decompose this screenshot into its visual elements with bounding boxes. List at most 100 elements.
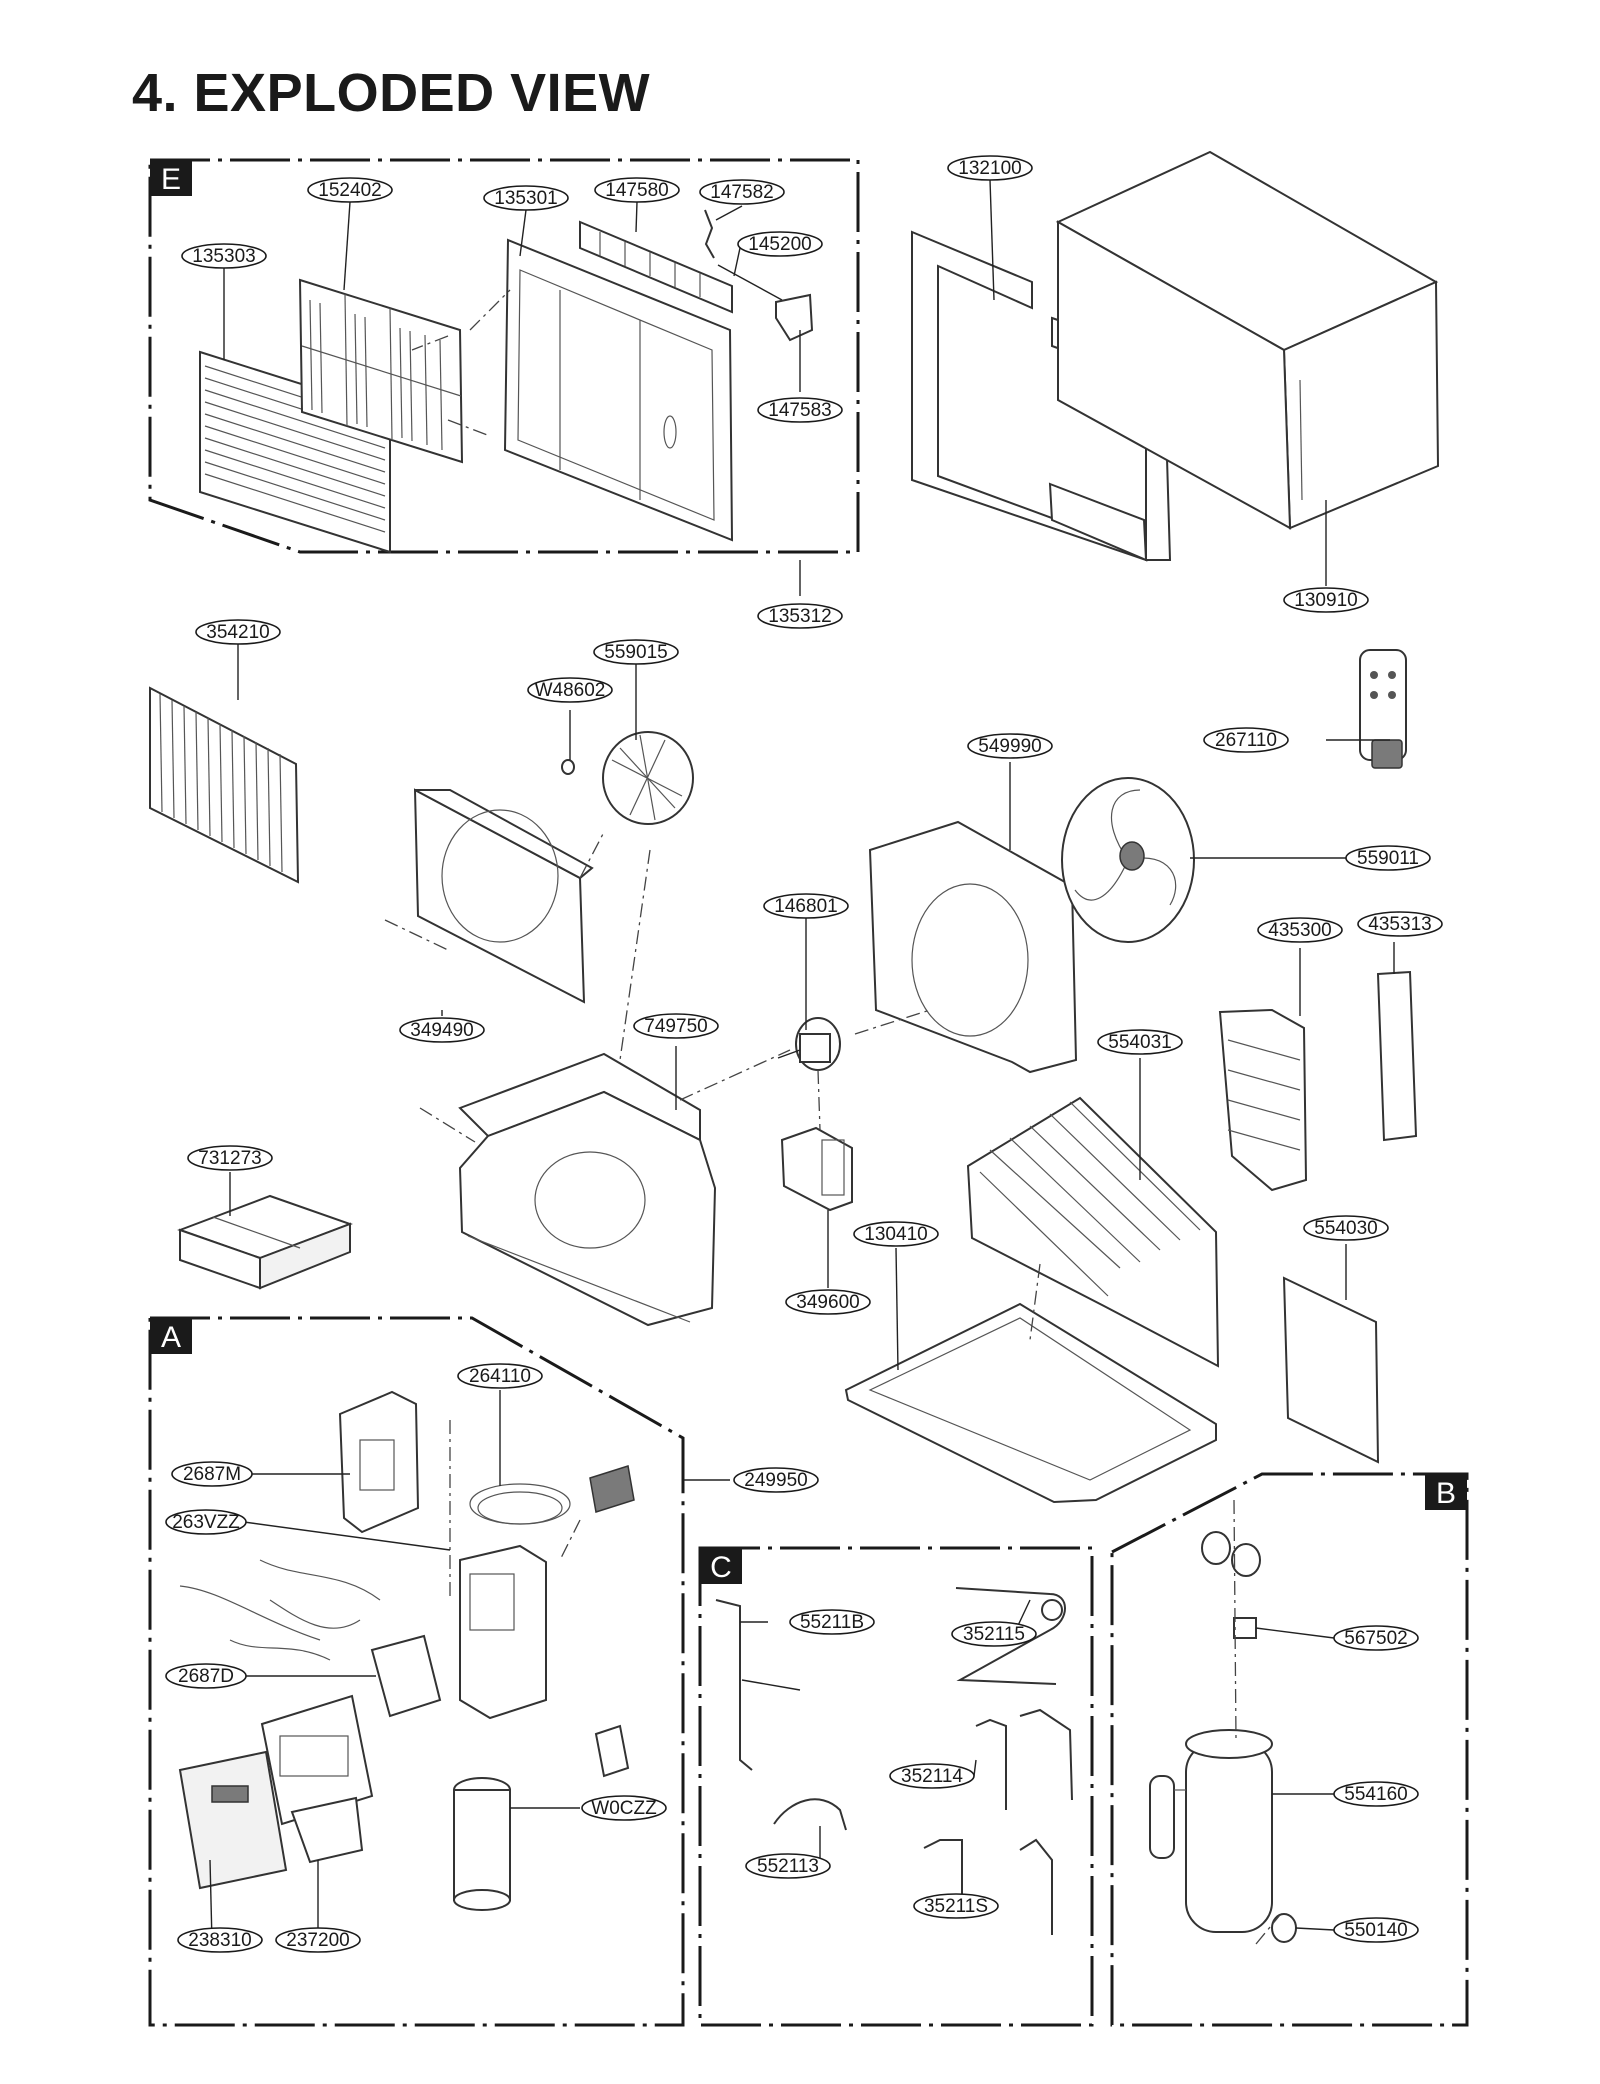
fan-shroud-part (868, 820, 1078, 1074)
section-e-tag: E (161, 163, 181, 196)
label-554160: 554160 (1333, 1781, 1419, 1807)
label-264110: 264110 (457, 1363, 543, 1389)
svg-text:263VZZ: 263VZZ (172, 1512, 240, 1533)
panel-holder-part (290, 1796, 364, 1864)
label-35211s: 35211S (913, 1893, 999, 1919)
capacitor-part (453, 1777, 511, 1911)
power-cord-part (469, 1465, 635, 1525)
svg-text:559011: 559011 (1357, 848, 1419, 869)
condenser-guard-part (1218, 1008, 1308, 1192)
label-w0czz: W0CZZ (581, 1795, 667, 1821)
label-267110: 267110 (1203, 727, 1289, 753)
assembly-lines (384, 289, 1281, 1945)
grommet-part (1271, 1913, 1297, 1943)
svg-text:237200: 237200 (286, 1930, 349, 1951)
label-567502: 567502 (1333, 1625, 1419, 1651)
svg-text:554160: 554160 (1344, 1784, 1407, 1805)
svg-text:749750: 749750 (644, 1016, 707, 1037)
svg-text:267110: 267110 (1215, 730, 1277, 751)
svg-text:352114: 352114 (901, 1766, 963, 1787)
label-435300: 435300 (1257, 917, 1343, 943)
label-152402: 152402 (307, 177, 393, 203)
label-238310: 238310 (177, 1927, 263, 1953)
section-c-tag: C (710, 1551, 732, 1584)
front-panel-part (503, 238, 734, 542)
label-263vzz: 263VZZ (165, 1509, 247, 1535)
condenser-coil-part (966, 1096, 1220, 1368)
section-b-tag: B (1436, 1477, 1456, 1510)
label-749750: 749750 (633, 1013, 719, 1039)
label-550140: 550140 (1333, 1917, 1419, 1943)
svg-text:554030: 554030 (1314, 1218, 1377, 1239)
vent-louver-part (579, 220, 733, 314)
blower-housing-part (458, 1052, 717, 1327)
remote-control-part (1359, 649, 1407, 769)
label-731273: 731273 (187, 1145, 273, 1171)
louver-link-part (704, 209, 814, 342)
svg-text:35211S: 35211S (924, 1896, 988, 1917)
svg-text:554031: 554031 (1108, 1032, 1171, 1053)
label-552113: 552113 (745, 1853, 831, 1879)
label-2687d: 2687D (165, 1663, 247, 1689)
label-2687m: 2687M (171, 1461, 253, 1487)
accessory-box-part (177, 1194, 353, 1290)
svg-text:152402: 152402 (318, 180, 381, 201)
tube-552113-part (773, 1798, 847, 1831)
label-55211b: 55211B (789, 1609, 875, 1635)
svg-text:550140: 550140 (1344, 1920, 1407, 1941)
label-147582: 147582 (699, 179, 785, 205)
display-pcb-part (370, 1634, 442, 1718)
svg-text:731273: 731273 (198, 1148, 261, 1169)
svg-text:146801: 146801 (774, 896, 837, 917)
label-145200: 145200 (737, 231, 823, 257)
section-c-frame: C (698, 1546, 1094, 2027)
svg-text:549990: 549990 (978, 736, 1041, 757)
condenser-fan-part (1061, 777, 1195, 943)
capacitor-clip-part (594, 1724, 630, 1778)
svg-text:435300: 435300 (1268, 920, 1331, 941)
coil-guard-part (1282, 1276, 1380, 1464)
svg-text:567502: 567502 (1344, 1628, 1407, 1649)
label-435313: 435313 (1357, 911, 1443, 937)
label-559015: 559015 (593, 639, 679, 665)
label-249950: 249950 (733, 1467, 819, 1493)
label-147580: 147580 (594, 177, 680, 203)
label-130410: 130410 (853, 1221, 939, 1247)
svg-text:130410: 130410 (864, 1224, 927, 1245)
label-554031: 554031 (1097, 1029, 1183, 1055)
label-147583: 147583 (757, 397, 843, 423)
blower-wheel-part (561, 731, 694, 825)
svg-text:135303: 135303 (192, 246, 255, 267)
svg-text:145200: 145200 (748, 234, 811, 255)
svg-text:2687D: 2687D (178, 1666, 234, 1687)
svg-text:135312: 135312 (768, 606, 831, 627)
label-349600: 349600 (785, 1289, 871, 1315)
side-bracket-part (1376, 970, 1418, 1142)
svg-text:559015: 559015 (604, 642, 667, 663)
svg-text:135301: 135301 (494, 188, 557, 209)
label-349490: 349490 (399, 1017, 485, 1043)
label-352115: 352115 (951, 1621, 1037, 1647)
air-filter-part (298, 278, 464, 464)
overload-part (1201, 1531, 1261, 1639)
base-pan-part (844, 1302, 1217, 1504)
label-354210: 354210 (195, 619, 281, 645)
keypad-overlay-part (178, 1750, 288, 1890)
tube-352114-part (975, 1708, 1073, 1810)
label-237200: 237200 (275, 1927, 361, 1953)
label-135301: 135301 (483, 185, 569, 211)
svg-text:354210: 354210 (206, 622, 269, 643)
label-135303: 135303 (181, 243, 267, 269)
part-labels: 135303 152402 135301 147580 147582 14520… (165, 155, 1443, 1953)
svg-text:147582: 147582 (710, 182, 773, 203)
label-135312: 135312 (757, 603, 843, 629)
orifice-bracket-part (413, 788, 594, 1004)
tube-55211b-part (715, 1599, 801, 1771)
control-box-part (459, 1544, 547, 1720)
label-132100: 132100 (947, 155, 1033, 181)
label-559011: 559011 (1345, 845, 1431, 871)
control-panel-part (260, 1694, 374, 1826)
label-130910: 130910 (1283, 587, 1369, 613)
section-b-frame: B (1110, 1472, 1469, 2027)
compressor-part (1149, 1729, 1273, 1933)
